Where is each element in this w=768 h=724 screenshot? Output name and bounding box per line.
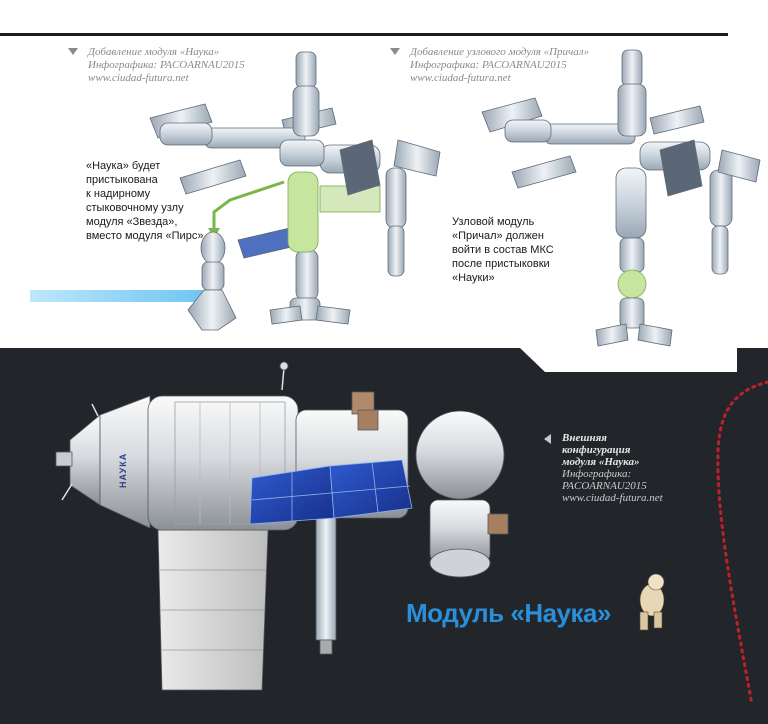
nauka-module-illustration — [55, 361, 509, 691]
note-line: вместо модуля «Пирс» — [86, 230, 204, 242]
iss-left-diagram — [149, 51, 441, 325]
nauka-docking-note: «Наука» будет пристыкована к надирному с… — [86, 159, 203, 243]
astronaut-illustration — [639, 573, 665, 631]
note-line: модуля «Звезда», — [86, 216, 178, 228]
module-title: Модуль «Наука» — [406, 598, 611, 628]
light-beam — [30, 290, 206, 302]
caption-title: Добавление узлового модуля «Причал» — [410, 46, 590, 58]
note-line: Узловой модуль — [452, 216, 535, 228]
note-line: стыковочному узлу — [86, 202, 184, 214]
caption-heading: конфигурация — [562, 444, 631, 456]
iss-right-diagram — [481, 49, 761, 347]
note-line: пристыкована — [86, 174, 158, 186]
note-line: «Науки» — [452, 272, 495, 284]
right-caption: Добавление узлового модуля «Причал» Инфо… — [390, 46, 590, 85]
dark-panel — [0, 348, 768, 724]
note-line: войти в состав МКС — [452, 244, 554, 256]
bottom-caption: Внешняя конфигурация модуля «Наука» Инфо… — [544, 432, 663, 504]
top-divider — [0, 33, 728, 36]
caption-credit: PACOARNAU2015 — [562, 480, 647, 492]
caption-heading: модуля «Наука» — [562, 456, 640, 468]
note-line: к надирному — [86, 188, 151, 200]
note-line: «Причал» должен — [452, 230, 544, 242]
caption-pointer-icon — [544, 434, 551, 444]
caption-pointer-icon — [68, 48, 78, 55]
caption-title: Добавление модуля «Наука» — [88, 46, 220, 58]
left-caption: Добавление модуля «Наука» Инфографика: P… — [68, 46, 245, 85]
module-hull-label: НАУКА — [118, 452, 128, 488]
note-line: после пристыковки — [452, 258, 550, 270]
caption-url: www.ciudad-futura.net — [562, 492, 663, 504]
orbit-arc — [716, 380, 768, 707]
caption-url: www.ciudad-futura.net — [410, 72, 511, 84]
caption-credit: Инфографика: PACOARNAU2015 — [88, 59, 245, 71]
note-line: «Наука» будет — [86, 160, 161, 172]
prichal-note: Узловой модуль «Причал» должен войти в с… — [452, 215, 554, 285]
soyuz-left — [187, 231, 237, 331]
caption-credit: Инфографика: PACOARNAU2015 — [410, 59, 567, 71]
caption-heading: Внешняя — [562, 432, 607, 444]
caption-credit: Инфографика: — [562, 468, 632, 480]
caption-url: www.ciudad-futura.net — [88, 72, 189, 84]
caption-pointer-icon — [390, 48, 400, 55]
